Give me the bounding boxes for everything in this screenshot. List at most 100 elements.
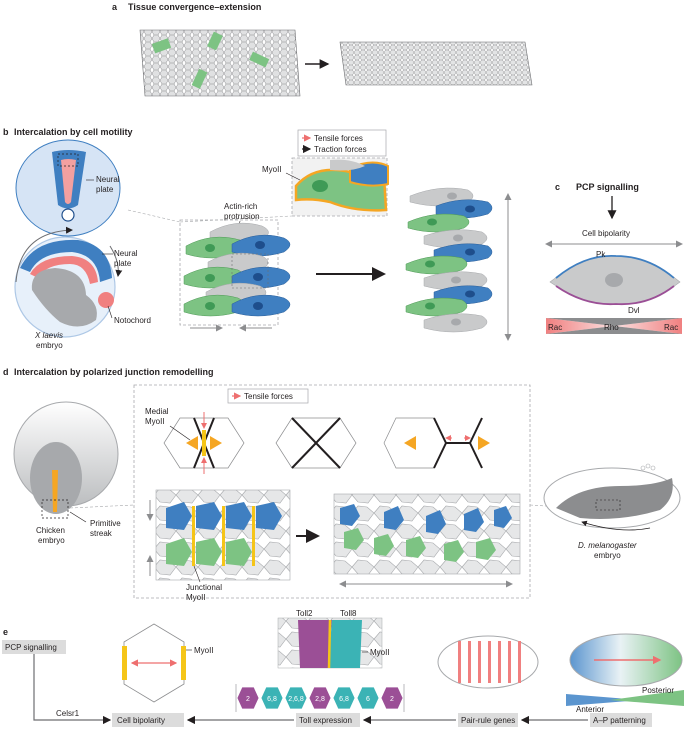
notochord-arc	[30, 256, 98, 284]
box-pair-rule	[458, 713, 518, 727]
legend-tensile-d: Tensile forces	[244, 392, 293, 401]
toll-hex-label: 2	[246, 696, 250, 703]
rho-gradient	[546, 318, 682, 326]
germ-band	[556, 478, 673, 519]
toll-hex-label: 6	[366, 696, 370, 703]
panel-a-title: Tissue convergence–extension	[128, 2, 261, 12]
myoii-edge-left	[122, 646, 127, 680]
pk-membrane	[555, 254, 675, 279]
label-medial-myoii: MyoII	[145, 417, 165, 426]
pair-rule-stripe	[518, 641, 521, 683]
pair-rule-stripe	[468, 641, 471, 683]
toll-hex-cell	[284, 686, 308, 710]
leader-line	[193, 565, 201, 583]
toll-hex-cell	[380, 686, 404, 710]
leader-line	[69, 511, 87, 523]
panel-d-title: Intercalation by polarized junction remo…	[14, 367, 214, 377]
label-pair-rule: Pair-rule genes	[461, 716, 515, 725]
toll-hex-cell	[332, 686, 356, 710]
panel-d-letter: d	[3, 367, 9, 377]
primitive-streak	[52, 470, 58, 512]
label-notochord: Notochord	[114, 316, 151, 325]
blastopore	[61, 208, 75, 222]
leader-line	[107, 305, 113, 319]
medial-myoii-icon	[404, 436, 416, 450]
label-cell-bipolarity-e: Cell bipolarity	[117, 716, 165, 725]
label-pcp: PCP signalling	[5, 643, 57, 652]
rac-gradient-right	[614, 318, 682, 334]
medial-myoii-icon	[210, 436, 222, 450]
archenteron	[31, 268, 97, 327]
medial-myoii-icon	[478, 436, 490, 450]
zoom-region-box	[41, 499, 69, 519]
label-neural-plate: plate	[96, 185, 114, 194]
label-actin: Actin-rich	[224, 202, 257, 211]
cell-rows-before	[166, 502, 282, 566]
legend-traction: Traction forces	[314, 145, 367, 154]
rho-gradient	[546, 326, 682, 334]
green-cell-group	[249, 51, 270, 68]
label-chicken-embryo: embryo	[38, 536, 65, 545]
pair-rule-stripe	[488, 641, 491, 683]
germ-band-arrow	[581, 520, 651, 531]
cell-rows-after	[340, 504, 512, 562]
label-myoii-b: MyoII	[262, 165, 282, 174]
label-dvl: Dvl	[628, 306, 640, 315]
anterior-wedge	[566, 694, 640, 706]
green-cell-group	[151, 38, 172, 54]
inset-grey-cell	[330, 159, 365, 171]
myoii-boundary	[327, 619, 332, 669]
inset-blue-cell	[349, 161, 389, 187]
toll-hex-label: 6,8	[267, 696, 277, 703]
leader-line	[169, 425, 191, 441]
label-rho: Rho	[604, 323, 619, 332]
pair-rule-stripe	[508, 641, 511, 683]
pair-rule-stripe	[458, 641, 461, 683]
medial-myoii-icon	[186, 436, 198, 450]
zoom-connector	[179, 215, 293, 223]
box-pcp	[2, 640, 66, 654]
movement-arrow	[15, 226, 73, 283]
label-embryo-species: X laevis	[34, 331, 63, 340]
toll-hex-label: 2,6,8	[288, 696, 304, 703]
label-chicken-embryo: Chicken	[36, 526, 65, 535]
label-cell-bipolarity-c: Cell bipolarity	[582, 229, 630, 238]
box-cell-bipolarity	[112, 713, 184, 727]
label-medial-myoii: Medial	[145, 407, 169, 416]
toll-hex-cell	[260, 686, 284, 710]
label-toll2: Toll2	[296, 609, 313, 618]
tissue-after	[339, 41, 533, 86]
label-toll8: Toll8	[340, 609, 357, 618]
panel-b-letter: b	[3, 127, 9, 137]
label-junctional-myoii: Junctional	[186, 583, 222, 592]
tissue-after-remodelling	[333, 493, 521, 575]
label-myoii-toll: MyoII	[370, 648, 390, 657]
notochord-end	[98, 292, 114, 308]
toll-hex-label: 2,8	[315, 696, 325, 703]
panel-c-title: PCP signalling	[576, 182, 639, 192]
legend-tensile: Tensile forces	[314, 134, 363, 143]
label-actin: protrusion	[224, 212, 260, 221]
label-ap: A–P patterning	[593, 716, 646, 725]
panel-e-letter: e	[3, 627, 8, 637]
pair-rule-stripe	[498, 641, 501, 683]
label-junctional-myoii: MyoII	[186, 593, 206, 602]
pair-rule-stripe	[478, 641, 481, 683]
label-primitive-streak: Primitive	[90, 519, 121, 528]
label-primitive-streak: streak	[90, 529, 113, 538]
rac-gradient-left	[546, 318, 614, 334]
label-anterior: Anterior	[576, 705, 604, 714]
panel-a-letter: a	[112, 2, 118, 12]
pair-rule-stripes	[458, 641, 521, 683]
label-rac-left: Rac	[548, 323, 562, 332]
label-dmel-embryo: embryo	[594, 551, 621, 560]
inset-source-box	[231, 253, 269, 289]
toll8-stripe	[328, 620, 362, 668]
zoom-connector	[69, 504, 135, 509]
toll-hex-cell	[236, 686, 260, 710]
neural-plate-arc	[20, 239, 112, 282]
green-cell-group	[207, 31, 223, 51]
label-neural-plate: Neural	[96, 175, 120, 184]
label-neural-plate-2: plate	[114, 259, 132, 268]
label-dmel: D. melanogaster	[578, 541, 637, 550]
